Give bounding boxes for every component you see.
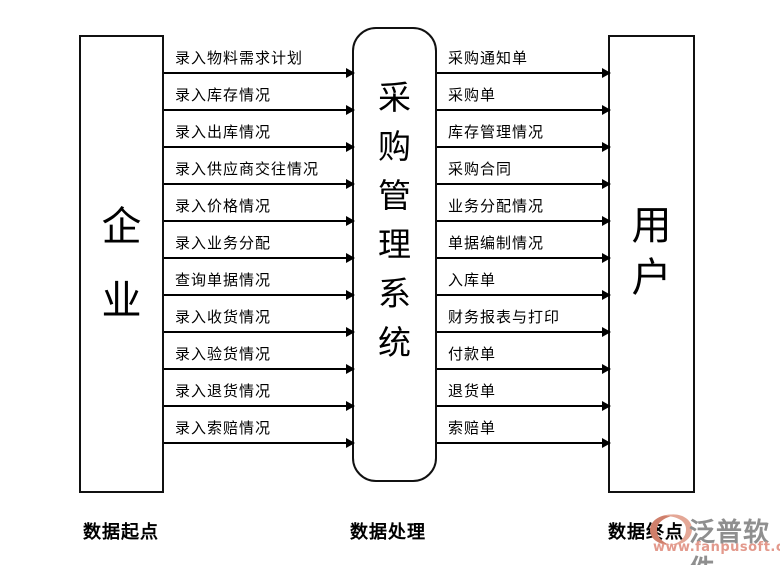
flow-label: 采购合同 bbox=[448, 160, 513, 178]
arrow-right-icon bbox=[437, 290, 611, 300]
flow-row-left-8: 录入收货情况 bbox=[164, 308, 355, 337]
arrow-right-icon bbox=[437, 105, 611, 115]
arrow-right-icon bbox=[164, 68, 355, 78]
flow-row-left-9: 录入验货情况 bbox=[164, 345, 355, 374]
purchase-system-box: 采 购 管 理 系 统 bbox=[352, 27, 437, 482]
enterprise-box: 企 业 bbox=[79, 35, 164, 493]
flow-row-right-11: 索赔单 bbox=[437, 419, 611, 448]
flow-label: 索赔单 bbox=[448, 419, 497, 437]
flow-label: 业务分配情况 bbox=[448, 197, 545, 215]
watermark-url-text: www.fanpusoft.com bbox=[653, 540, 780, 555]
flow-label: 录入价格情况 bbox=[175, 197, 272, 215]
arrow-right-icon bbox=[164, 105, 355, 115]
fanpu-swirl-logo-icon bbox=[646, 512, 696, 552]
flow-label: 单据编制情况 bbox=[448, 234, 545, 252]
flow-row-left-2: 录入库存情况 bbox=[164, 86, 355, 115]
flow-label: 录入供应商交往情况 bbox=[175, 160, 320, 178]
flow-label: 录入收货情况 bbox=[175, 308, 272, 326]
arrow-right-icon bbox=[437, 438, 611, 448]
flow-label: 录入出库情况 bbox=[175, 123, 272, 141]
arrow-right-icon bbox=[437, 142, 611, 152]
flow-label: 录入索赔情况 bbox=[175, 419, 272, 437]
flow-label: 入库单 bbox=[448, 271, 497, 289]
flow-row-right-4: 采购合同 bbox=[437, 160, 611, 189]
arrow-right-icon bbox=[164, 216, 355, 226]
flow-row-right-10: 退货单 bbox=[437, 382, 611, 411]
flow-row-left-10: 录入退货情况 bbox=[164, 382, 355, 411]
flow-row-right-9: 付款单 bbox=[437, 345, 611, 374]
flow-row-left-7: 查询单据情况 bbox=[164, 271, 355, 300]
purchase-system-box-label: 采 购 管 理 系 统 bbox=[378, 78, 411, 362]
flow-row-left-1: 录入物料需求计划 bbox=[164, 49, 355, 78]
arrow-right-icon bbox=[437, 68, 611, 78]
flow-label: 录入退货情况 bbox=[175, 382, 272, 400]
flow-row-right-6: 单据编制情况 bbox=[437, 234, 611, 263]
flow-row-right-3: 库存管理情况 bbox=[437, 123, 611, 152]
flow-label: 录入验货情况 bbox=[175, 345, 272, 363]
flow-row-right-1: 采购通知单 bbox=[437, 49, 611, 78]
arrow-right-icon bbox=[164, 438, 355, 448]
flow-row-right-5: 业务分配情况 bbox=[437, 197, 611, 226]
flow-label: 录入物料需求计划 bbox=[175, 49, 304, 67]
arrow-right-icon bbox=[437, 216, 611, 226]
footer-label-data-process: 数据处理 bbox=[350, 522, 426, 543]
flow-label: 退货单 bbox=[448, 382, 497, 400]
footer-label-data-end: 数据终点 bbox=[608, 522, 684, 543]
footer-label-data-start: 数据起点 bbox=[83, 522, 159, 543]
flow-row-right-7: 入库单 bbox=[437, 271, 611, 300]
arrow-right-icon bbox=[164, 179, 355, 189]
arrow-right-icon bbox=[437, 401, 611, 411]
user-box: 用 户 bbox=[608, 35, 695, 493]
watermark-brand-text: 泛普软件 bbox=[689, 518, 771, 565]
arrow-right-icon bbox=[437, 179, 611, 189]
flow-row-right-8: 财务报表与打印 bbox=[437, 308, 611, 337]
arrow-right-icon bbox=[164, 401, 355, 411]
flow-label: 采购单 bbox=[448, 86, 497, 104]
arrow-right-icon bbox=[164, 142, 355, 152]
flow-row-right-2: 采购单 bbox=[437, 86, 611, 115]
flow-row-left-4: 录入供应商交往情况 bbox=[164, 160, 355, 189]
arrow-right-icon bbox=[437, 364, 611, 374]
arrow-right-icon bbox=[164, 327, 355, 337]
arrow-right-icon bbox=[437, 253, 611, 263]
arrow-right-icon bbox=[164, 290, 355, 300]
arrow-right-icon bbox=[164, 364, 355, 374]
flow-label: 查询单据情况 bbox=[175, 271, 272, 289]
arrow-right-icon bbox=[164, 253, 355, 263]
flow-label: 录入库存情况 bbox=[175, 86, 272, 104]
flow-label: 财务报表与打印 bbox=[448, 308, 561, 326]
enterprise-box-label: 企 业 bbox=[101, 204, 142, 324]
flow-row-left-5: 录入价格情况 bbox=[164, 197, 355, 226]
flow-label: 录入业务分配 bbox=[175, 234, 272, 252]
flow-row-left-11: 录入索赔情况 bbox=[164, 419, 355, 448]
flow-label: 付款单 bbox=[448, 345, 497, 363]
flow-row-left-3: 录入出库情况 bbox=[164, 123, 355, 152]
user-box-label: 用 户 bbox=[631, 203, 672, 301]
flow-row-left-6: 录入业务分配 bbox=[164, 234, 355, 263]
flow-label: 库存管理情况 bbox=[448, 123, 545, 141]
arrow-right-icon bbox=[437, 327, 611, 337]
flow-label: 采购通知单 bbox=[448, 49, 529, 67]
